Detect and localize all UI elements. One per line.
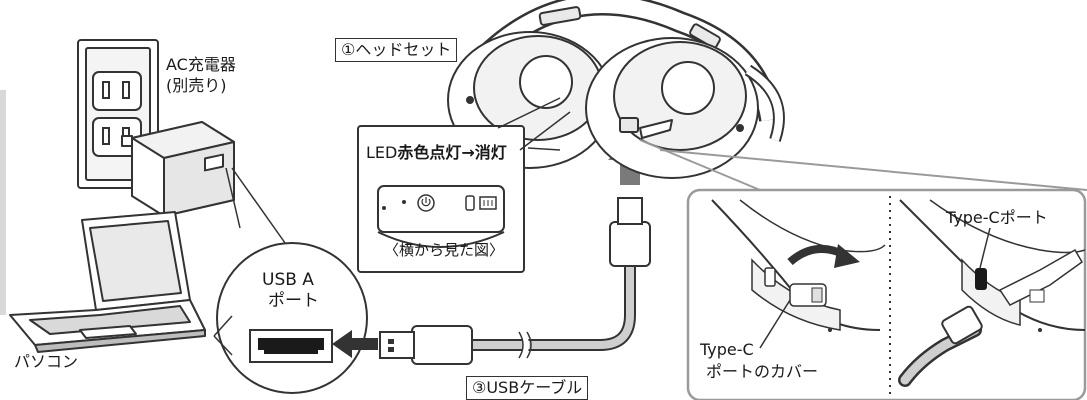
led-status-label: LED赤色点灯→消灯	[366, 143, 507, 163]
usb-a-label-line2: ポート	[268, 291, 319, 311]
arrow-to-usb-port	[332, 330, 378, 358]
led-callout	[527, 147, 561, 151]
led-red-status: 赤色点灯→消灯	[397, 143, 507, 162]
cover-label-line1: Type-C	[700, 340, 754, 359]
charger-callout	[225, 167, 241, 229]
pc-label: パソコン	[14, 352, 79, 371]
ac-charger-label-line2: (別売り)	[166, 76, 227, 95]
led-side-view-panel	[357, 97, 571, 273]
headset	[447, 0, 785, 179]
cover-label-line2: ポートのカバー	[706, 362, 819, 381]
laptop	[9, 211, 206, 353]
led-prefix: LED	[366, 143, 398, 162]
usb-cable-label: ③USBケーブル	[466, 376, 589, 400]
edge-strip	[0, 90, 6, 315]
usb-a-label-line1: USB A	[262, 270, 314, 290]
headset-label: ①ヘッドセット	[335, 38, 458, 62]
usb-a-port-zoom	[213, 242, 368, 394]
type-c-detail-panel	[639, 139, 1087, 400]
ac-charger	[121, 121, 235, 217]
usb-cable	[379, 197, 651, 365]
typec-port-label: Type-Cポート	[946, 208, 1048, 227]
side-view-caption: 〈横から見た図〉	[384, 241, 505, 259]
ac-charger-label-line1: AC充電器	[166, 55, 236, 74]
